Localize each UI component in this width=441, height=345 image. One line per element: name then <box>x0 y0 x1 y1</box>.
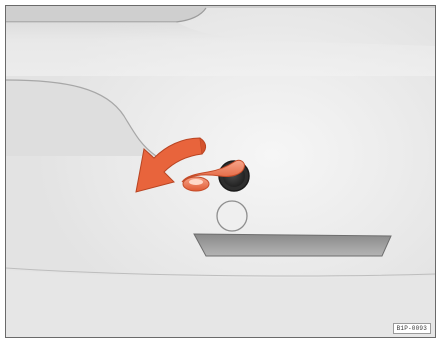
bumper-illustration <box>6 6 435 337</box>
cover-highlight <box>189 179 203 185</box>
bumper-lower-shadow <box>6 270 435 337</box>
figure-reference-code: B1P-0093 <box>393 323 431 334</box>
towing-eye-cap-outline <box>217 201 247 231</box>
rear-reflector <box>194 234 391 256</box>
illustration-frame: B1P-0093 <box>5 5 436 338</box>
